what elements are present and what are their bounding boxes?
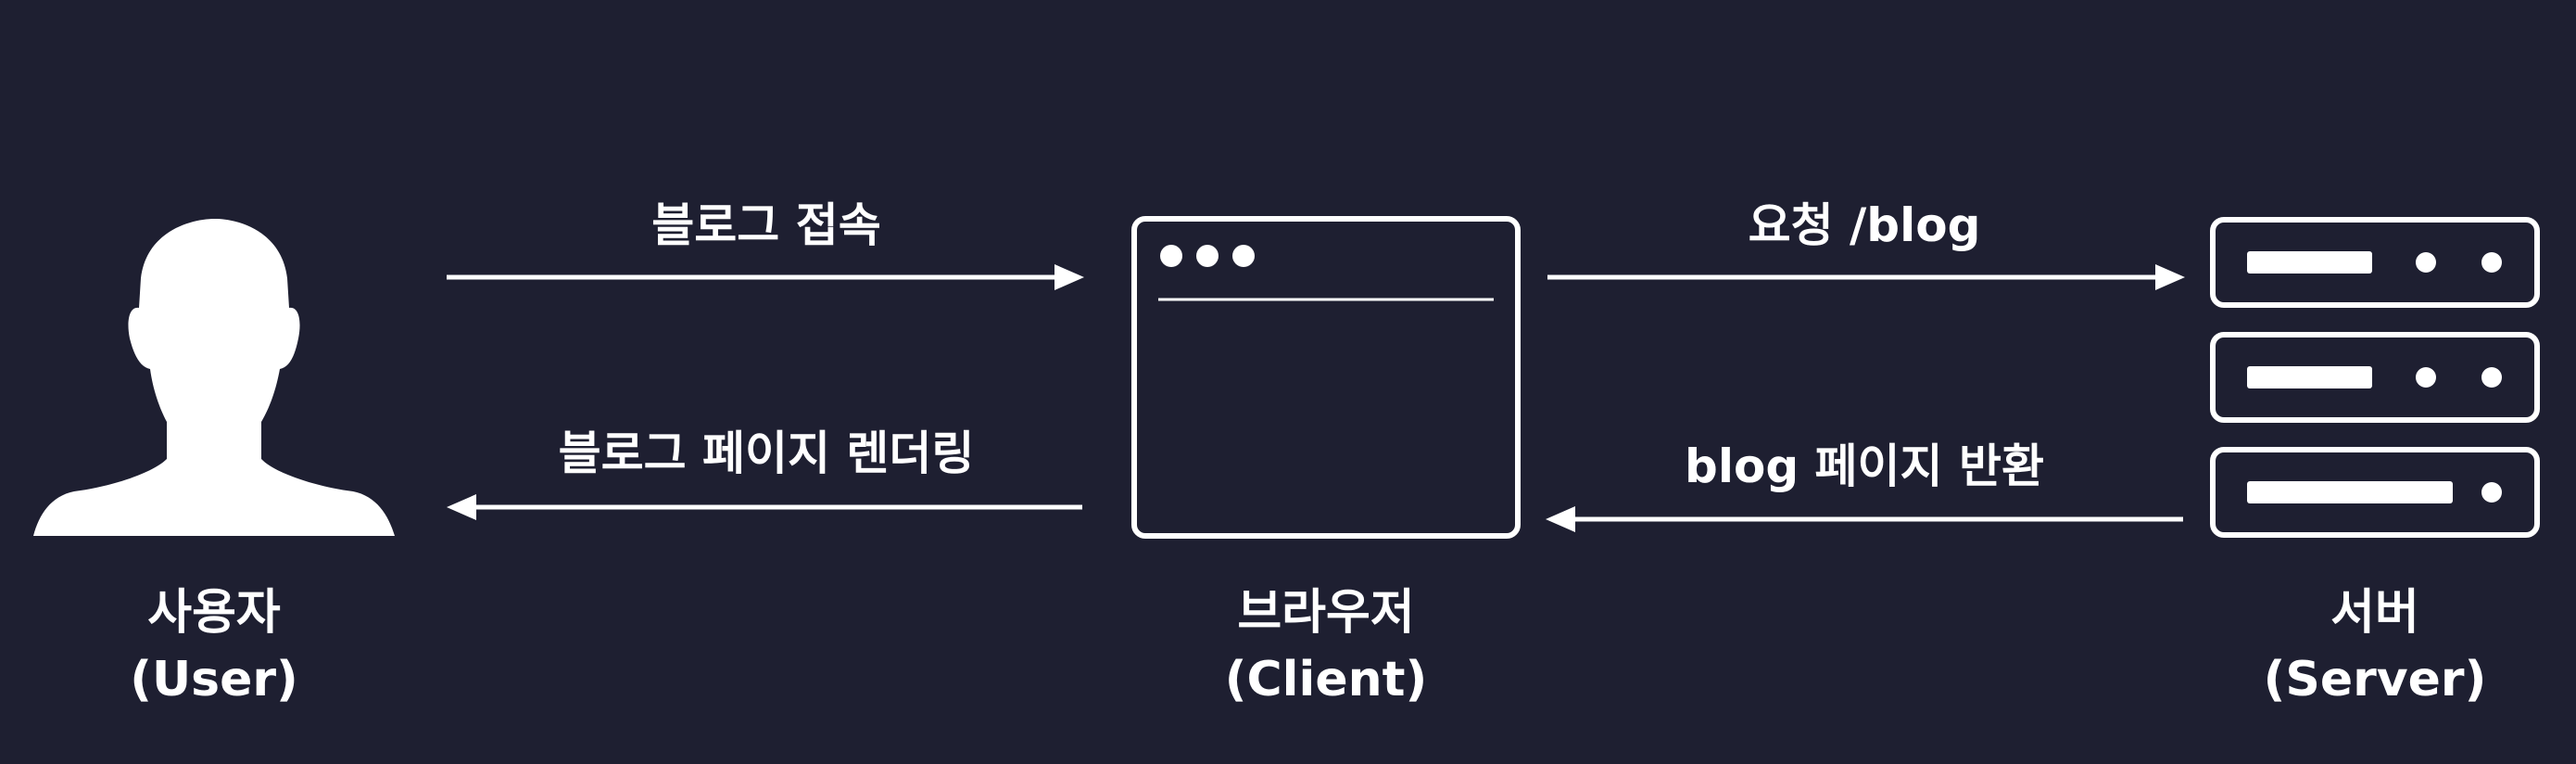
arrow-label-client-to-user: 블로그 페이지 렌더링 [558,427,975,480]
client-node-label: 브라우저 (Client) [1141,579,1511,713]
user-silhouette-icon [33,219,395,536]
server-unit [2210,447,2540,538]
arrow-user-to-client [447,264,1084,290]
server-unit [2210,217,2540,308]
user-node-label: 사용자 (User) [29,579,399,713]
arrow-label-server-to-client: blog 페이지 반환 [1685,439,2044,493]
server-sublabel: (Server) [2263,652,2487,707]
browser-window-icon [1131,216,1521,539]
server-stack-icon [2210,217,2540,538]
client-sublabel: (Client) [1224,652,1428,707]
user-sublabel: (User) [130,652,298,707]
arrow-client-to-user [447,494,1082,520]
arrow-server-to-client [1546,506,2183,532]
arrow-label-user-to-client: 블로그 접속 [651,198,881,252]
client-label: 브라우저 [1237,585,1415,641]
server-node-label: 서버 (Server) [2190,579,2560,713]
arrow-client-to-server [1547,264,2185,290]
user-label: 사용자 [147,585,281,641]
arrow-label-client-to-server: 요청 /blog [1748,198,1981,252]
server-unit [2210,332,2540,423]
server-label: 서버 [2330,585,2419,641]
